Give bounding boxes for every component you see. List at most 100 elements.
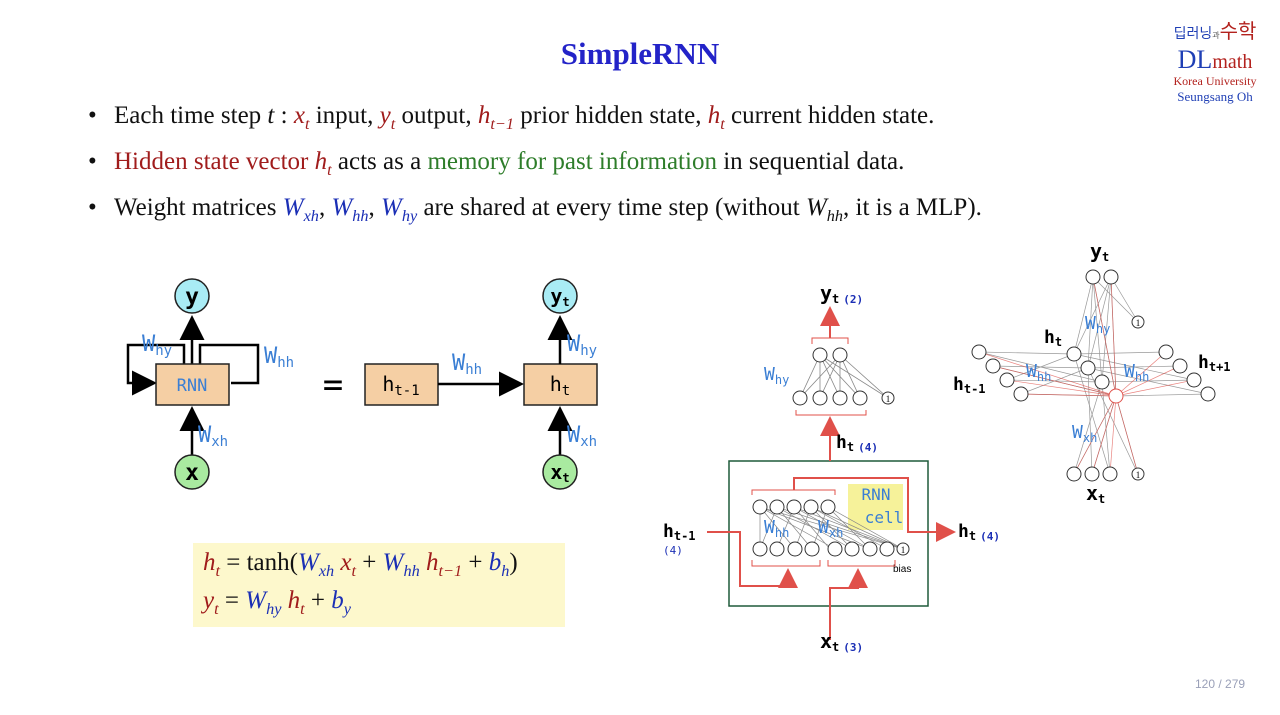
cell-ht-right-label: ht(4) [958,521,1000,543]
net-htp1-label: ht+1 [1198,352,1231,374]
cell-tanh-neuron [769,499,785,515]
network-red-edges [978,276,1195,475]
cell-h-prev-neuron [787,541,803,557]
whh-loop-left [126,343,186,396]
xt-node [542,454,578,490]
page-number: 120 / 279 [1195,677,1246,691]
bullet-1: Each time step t : xt input, yt output, … [88,96,1208,142]
net-x-neuron [1084,466,1100,482]
cell-border [728,460,929,607]
cell-h-prev-neuron [804,541,820,557]
rnn-cell-badge [848,484,903,530]
net-bias-one-top: 1 [1136,318,1141,328]
b3-w2-sub: hh [352,207,369,225]
net-hprev-neuron [971,344,987,360]
wxh2-label: Wxh [567,423,597,450]
b2-memory: memory for past information [427,148,717,175]
cell-htm1-label: ht-1 [663,521,696,543]
logo: 딥러닝과수학 DLmath Korea University Seungsang… [1160,20,1270,105]
cell-xt-label: xt(3) [820,629,863,654]
rnn-cell-diagram: RNN cell 1 yt(2) Why ht(4) [663,281,1000,654]
net-whh-right-label: Whh [1124,361,1149,384]
net-x-neuron [1102,466,1118,482]
net-hnext-neuron [1186,372,1202,388]
net-hprev-neuron [999,372,1015,388]
b3-w4-sub: hh [826,207,844,225]
hidden-neuron [812,390,828,406]
b3-w1: W [282,194,304,221]
ht-box-label: ht [550,372,570,399]
net-hprev-neuron [1013,386,1029,402]
b3-text-3: , it is a MLP). [843,194,982,221]
logo-dl: DL [1177,45,1213,74]
b3-text-2: are shared at every time step (without [417,194,806,221]
cell-x-neuron [844,541,860,557]
net-h-neuron-highlight [1108,388,1124,404]
net-bias-neuron [1131,315,1145,329]
net-y-neuron [1085,269,1101,285]
equals-sign: = [323,365,343,405]
output-neuron [812,347,828,363]
b3-comma-1: , [318,194,332,221]
b2-text-2: acts as a [331,148,428,175]
cell-x-bracket [827,560,896,567]
b1-ht-sub: t [720,115,725,133]
page-title: SimpleRNN [560,36,720,71]
net-x-neuron [1066,466,1082,482]
cell-bias-neuron [896,542,910,556]
cell-x-neuron [879,541,895,557]
net-xt-label: xt [1086,481,1105,506]
cell-x-neuron [862,541,878,557]
b3-w3: W [381,194,402,221]
net-h-neuron [1094,374,1110,390]
net-wxh-label: Wxh [1072,422,1097,445]
cell-tanh-neuron [786,499,802,515]
output-bracket [811,337,849,344]
logo-korean-right: 수학 [1219,19,1257,43]
b1-xt-sub: t [304,115,310,133]
b1-xt: x [293,102,305,129]
b1-yt-sub: t [390,115,396,133]
network-diagram: 1 1 yt Why ht ht+1 ht-1 Whh Whh Wxh xt [953,239,1231,506]
unfolded-rnn: ht-1 Whh ht yt xt Why Wxh [364,278,598,490]
b3-w3-sub: hy [401,207,418,225]
b1-yt: y [379,102,391,129]
net-whh-left-label: Whh [1026,361,1051,384]
why2-label: Why [567,332,597,359]
hidden-neuron [792,390,808,406]
whh2-label: Whh [452,351,482,378]
net-hnext-neuron [1158,344,1174,360]
logo-korean-mid: 과 [1212,31,1220,40]
logo-korean-left: 딥러닝 [1173,26,1213,42]
net-why-label: Why [1085,313,1110,336]
cell-h-prev-neuron [769,541,785,557]
folded-rnn: RNN y x Why Whh Wxh [126,278,294,490]
htm1-input-arrow [707,531,798,588]
formula-line-1: ht = tanh(Wxh xt + Whh ht−1 + bh) [203,549,518,580]
xt-input-arrow [829,568,868,640]
ht-output-arrow [793,477,956,542]
b2-text-1: Hidden state vector [114,148,315,175]
xt-node-label: xt [550,460,569,485]
b3-comma-2: , [368,194,382,221]
hidden-bracket [795,410,867,416]
ht1-box-label: ht-1 [382,372,419,399]
b2-h: h [314,148,328,175]
rnn-box [155,363,230,406]
whh-label: Whh [264,344,294,371]
hidden-neuron [832,390,848,406]
b3-w1-sub: xh [303,207,319,225]
y-node-label: y [185,284,199,310]
b2-h-sub: t [327,161,332,179]
ht-box [523,363,598,406]
rnn-label: RNN [177,376,208,396]
bullet-2: Hidden state vector ht acts as a memory … [88,142,1208,188]
logo-university: Korea University [1173,74,1257,88]
cell-tanh-neuron [820,499,836,515]
cell-wxh-label: Wxh [818,517,843,540]
formula-line-2: yt = Why ht + by [203,587,351,618]
output-weights [799,354,889,399]
b1-text-2: input, [309,102,380,129]
rnn-cell-label-2: cell [865,508,904,527]
